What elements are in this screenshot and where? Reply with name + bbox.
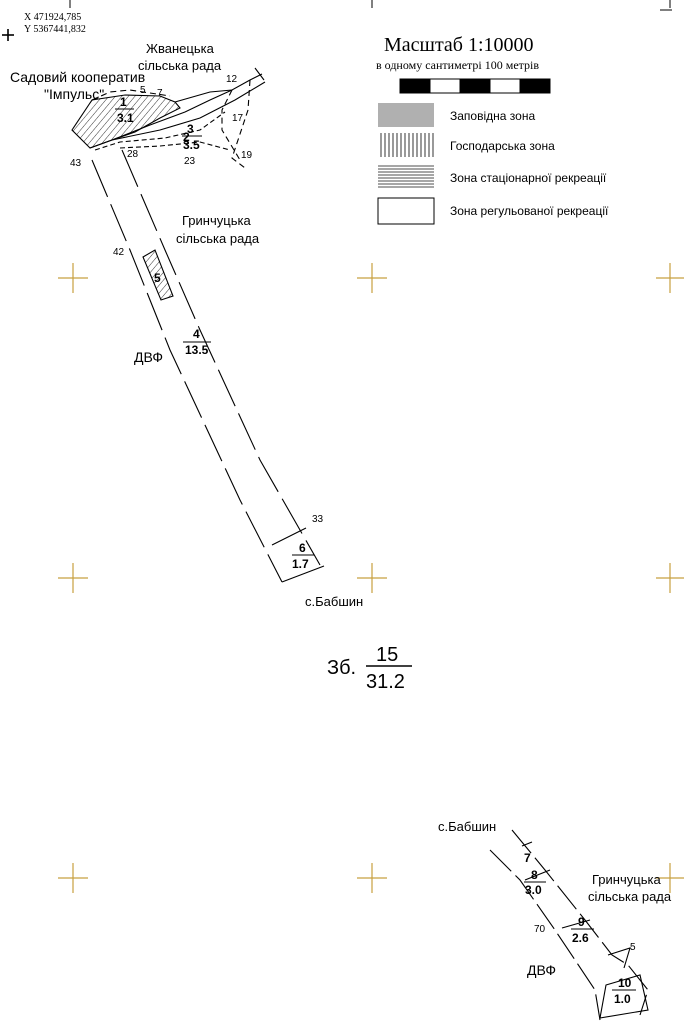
crosshair-icon (656, 263, 684, 293)
svg-text:3.0: 3.0 (525, 883, 542, 897)
legend-swatch-economic (378, 133, 434, 157)
summary-prefix: Зб. (327, 657, 356, 679)
quarter-label: 23 (184, 156, 196, 167)
quarter-label: 17 (232, 113, 244, 124)
place-babshyn: с.Бабшин (305, 594, 363, 609)
legend-swatch-reserve (378, 103, 434, 127)
legend-label: Зона стаціонарної рекреації (450, 171, 607, 185)
place-grynch-lower-line1: Гринчуцька (592, 872, 661, 887)
grid-crosshairs (58, 263, 684, 893)
parcel-label-6: 6 1.7 (292, 541, 314, 571)
quarter-label: 42 (113, 247, 125, 258)
parcel-label-1: 1 3.1 (115, 95, 134, 125)
parcel-label-7: 7 (524, 851, 531, 865)
coord-y: Y 5367441,832 (24, 24, 86, 35)
frame-ticks (69, 0, 672, 11)
svg-text:1.7: 1.7 (292, 557, 309, 571)
svg-text:9: 9 (578, 915, 585, 929)
scale-title: Масштаб 1:10000 (384, 34, 534, 56)
parcel-label-10: 10 1.0 (612, 976, 636, 1006)
svg-text:10: 10 (618, 976, 632, 990)
place-grynch-line1: Гринчуцька (182, 213, 251, 228)
svg-text:13.5: 13.5 (185, 343, 209, 357)
parcel-label-5: 5 (154, 271, 161, 285)
coord-x: X 471924,785 (24, 12, 81, 23)
parcel-5-area (142, 249, 174, 301)
scale-bar (399, 78, 551, 94)
quarter-label: 12 (226, 74, 238, 85)
parcel-label-9: 9 2.6 (571, 915, 594, 945)
scale-subtitle: в одному сантиметрі 100 метрів (376, 58, 539, 72)
svg-text:4: 4 (193, 327, 200, 341)
quarter-label: 19 (241, 150, 253, 161)
legend-swatch-regulated (377, 197, 435, 225)
legend-label: Господарська зона (450, 139, 555, 153)
svg-text:6: 6 (299, 541, 306, 555)
quarter-label: 43 (70, 158, 82, 169)
legend-swatch-stationary (378, 165, 434, 189)
summary: Зб. 15 31.2 (327, 644, 412, 693)
long-strip (91, 149, 325, 583)
place-grynch-line2: сільська рада (176, 231, 260, 246)
lower-strip (489, 829, 649, 1021)
legend-label: Заповідна зона (450, 109, 535, 123)
crosshair-icon (357, 563, 387, 593)
crosshair-icon (656, 563, 684, 593)
crosshair-icon (58, 863, 88, 893)
parcel-labels: 1 3.1 2 3 3.5 4 13.5 5 6 1.7 7 8 3.0 9 (115, 95, 636, 1006)
place-grynch-lower-line2: сільська рада (588, 889, 672, 904)
quarter-label: 5 (140, 85, 146, 96)
place-coop-line1: Садовий кооператив (10, 69, 145, 85)
parcel-label-2: 2 (183, 130, 190, 144)
place-zhvanets-line1: Жванецька (146, 41, 215, 56)
place-coop-line2: "Імпульс" (44, 86, 104, 102)
quarter-label: 5 (630, 942, 636, 953)
parcel-label-3: 3 3.5 (182, 122, 202, 152)
quarter-label: 28 (127, 149, 139, 160)
quarter-label: 33 (312, 514, 324, 525)
summary-number: 15 (376, 644, 398, 666)
svg-text:3: 3 (187, 122, 194, 136)
quarter-numbers: 5 7 12 17 19 23 28 43 42 33 70 5 (70, 74, 636, 953)
coordinate-marker-icon (2, 29, 14, 41)
parcel-label-4: 4 13.5 (185, 327, 209, 357)
quarter-label: 70 (534, 924, 546, 935)
summary-area: 31.2 (366, 671, 405, 693)
parcel-label-8: 8 3.0 (524, 868, 546, 897)
crosshair-icon (357, 263, 387, 293)
svg-text:8: 8 (531, 868, 538, 882)
crosshair-icon (656, 863, 684, 893)
legend: Заповідна зона Господарська зона Зона ст… (377, 103, 609, 225)
place-dvf: ДВФ (134, 349, 163, 365)
crosshair-icon (58, 263, 88, 293)
upper-plan (71, 67, 266, 169)
quarter-label: 7 (157, 88, 163, 99)
svg-text:3.1: 3.1 (117, 111, 134, 125)
place-dvf-lower: ДВФ (527, 962, 556, 978)
svg-text:1: 1 (120, 95, 127, 109)
svg-text:1.0: 1.0 (614, 992, 631, 1006)
place-babshyn-lower: с.Бабшин (438, 819, 496, 834)
crosshair-icon (357, 863, 387, 893)
legend-label: Зона регульованої рекреації (450, 204, 609, 218)
svg-text:3.5: 3.5 (183, 138, 200, 152)
svg-text:2.6: 2.6 (572, 931, 589, 945)
crosshair-icon (58, 563, 88, 593)
place-zhvanets-line2: сільська рада (138, 58, 222, 73)
